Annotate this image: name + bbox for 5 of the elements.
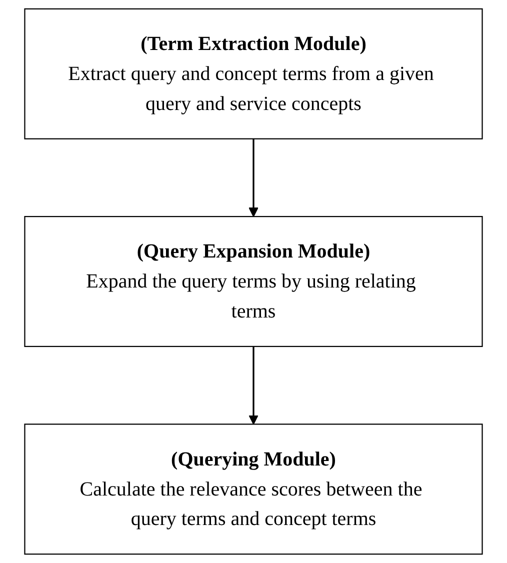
node-box: (Query Expansion Module) Expand the query terms by using relating terms — [24, 216, 483, 348]
arrow — [248, 138, 258, 217]
arrow — [248, 346, 258, 425]
node-box: (Term Extraction Module) Extract query and concept terms from a given query and service concepts — [24, 8, 483, 140]
node-box: (Querying Module) Calculate the relevance scores between the query terms and concept terms — [24, 424, 483, 555]
